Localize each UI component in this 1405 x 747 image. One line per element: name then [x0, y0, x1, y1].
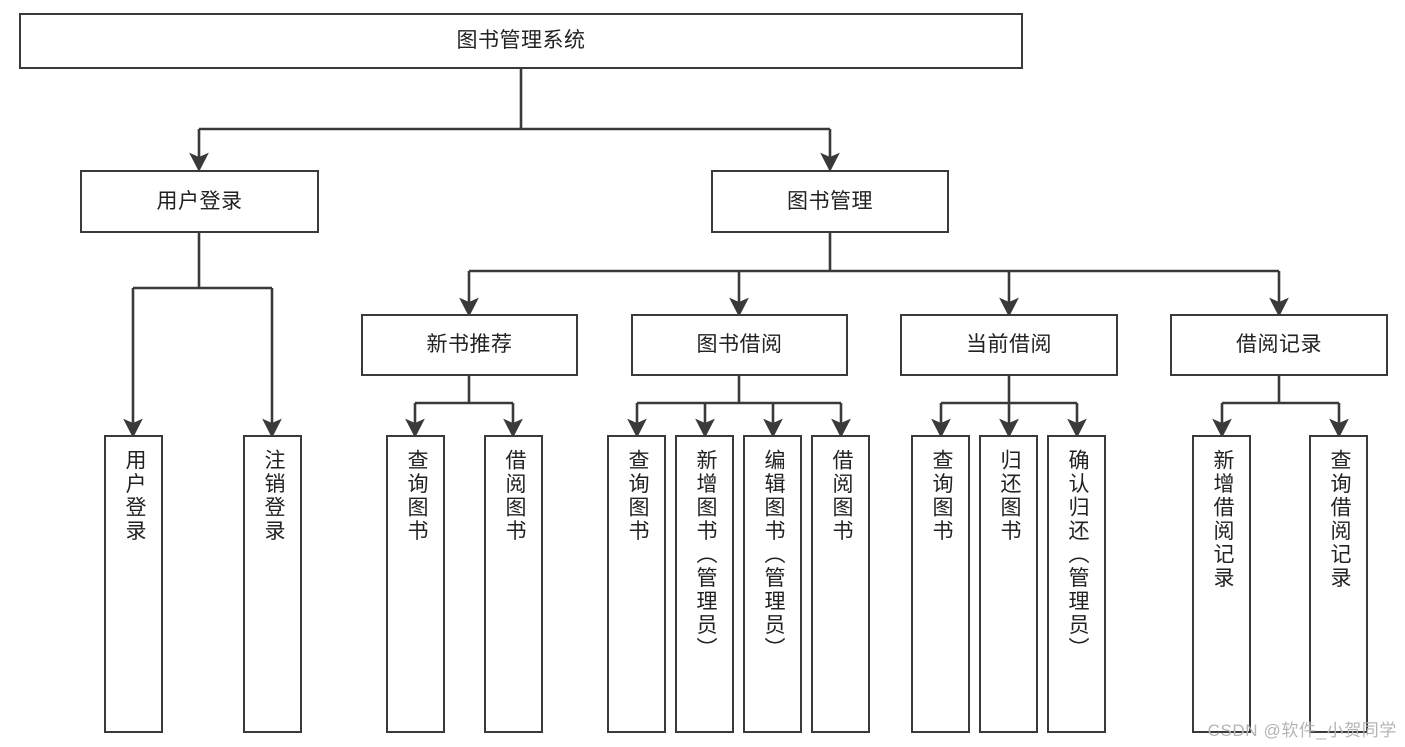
node-new-book-recommend[interactable]: 新书推荐 — [361, 314, 578, 376]
leaf-return-book[interactable]: 归还图书 — [979, 435, 1038, 733]
node-label: 查询借阅记录 — [1327, 449, 1351, 590]
node-label: 查询图书 — [625, 449, 649, 543]
node-current-borrow[interactable]: 当前借阅 — [900, 314, 1118, 376]
node-label: 归还图书 — [997, 449, 1021, 543]
node-label: 借阅记录 — [1236, 333, 1322, 357]
leaf-add-book-admin[interactable]: 新增图书（管理员） — [675, 435, 734, 733]
node-label: 新书推荐 — [426, 333, 513, 357]
node-label: 用户登录 — [156, 189, 243, 213]
node-label: 新增图书（管理员） — [693, 449, 717, 661]
leaf-user-login[interactable]: 用户登录 — [104, 435, 163, 733]
leaf-borrow-book[interactable]: 借阅图书 — [811, 435, 870, 733]
node-label: 图书管理系统 — [456, 29, 586, 53]
node-label: 查询图书 — [404, 449, 428, 543]
node-book-borrow[interactable]: 图书借阅 — [631, 314, 848, 376]
node-label: 新增借阅记录 — [1210, 449, 1234, 590]
node-label: 编辑图书（管理员） — [761, 449, 785, 661]
node-label: 查询图书 — [929, 449, 953, 543]
csdn-watermark: CSDN @软件_小贺同学 — [1207, 721, 1397, 740]
node-label: 注销登录 — [261, 449, 285, 543]
node-book-management[interactable]: 图书管理 — [711, 170, 949, 233]
leaf-edit-book-admin[interactable]: 编辑图书（管理员） — [743, 435, 802, 733]
node-borrow-record[interactable]: 借阅记录 — [1170, 314, 1388, 376]
leaf-borrow-book-recommend[interactable]: 借阅图书 — [484, 435, 543, 733]
node-label: 借阅图书 — [502, 449, 526, 543]
node-label: 图书管理 — [787, 189, 873, 213]
node-label: 借阅图书 — [829, 449, 853, 543]
leaf-add-borrow-record[interactable]: 新增借阅记录 — [1192, 435, 1251, 733]
leaf-confirm-return-admin[interactable]: 确认归还（管理员） — [1047, 435, 1106, 733]
node-label: 确认归还（管理员） — [1065, 449, 1089, 661]
leaf-query-borrow-record[interactable]: 查询借阅记录 — [1309, 435, 1368, 733]
node-label: 当前借阅 — [966, 333, 1052, 357]
leaf-query-book-borrow[interactable]: 查询图书 — [607, 435, 666, 733]
node-user-login[interactable]: 用户登录 — [80, 170, 319, 233]
leaf-query-book-recommend[interactable]: 查询图书 — [386, 435, 445, 733]
leaf-logout[interactable]: 注销登录 — [243, 435, 302, 733]
node-root-book-management-system[interactable]: 图书管理系统 — [19, 13, 1023, 69]
leaf-query-book-current[interactable]: 查询图书 — [911, 435, 970, 733]
node-label: 图书借阅 — [696, 333, 783, 357]
node-label: 用户登录 — [122, 449, 146, 543]
